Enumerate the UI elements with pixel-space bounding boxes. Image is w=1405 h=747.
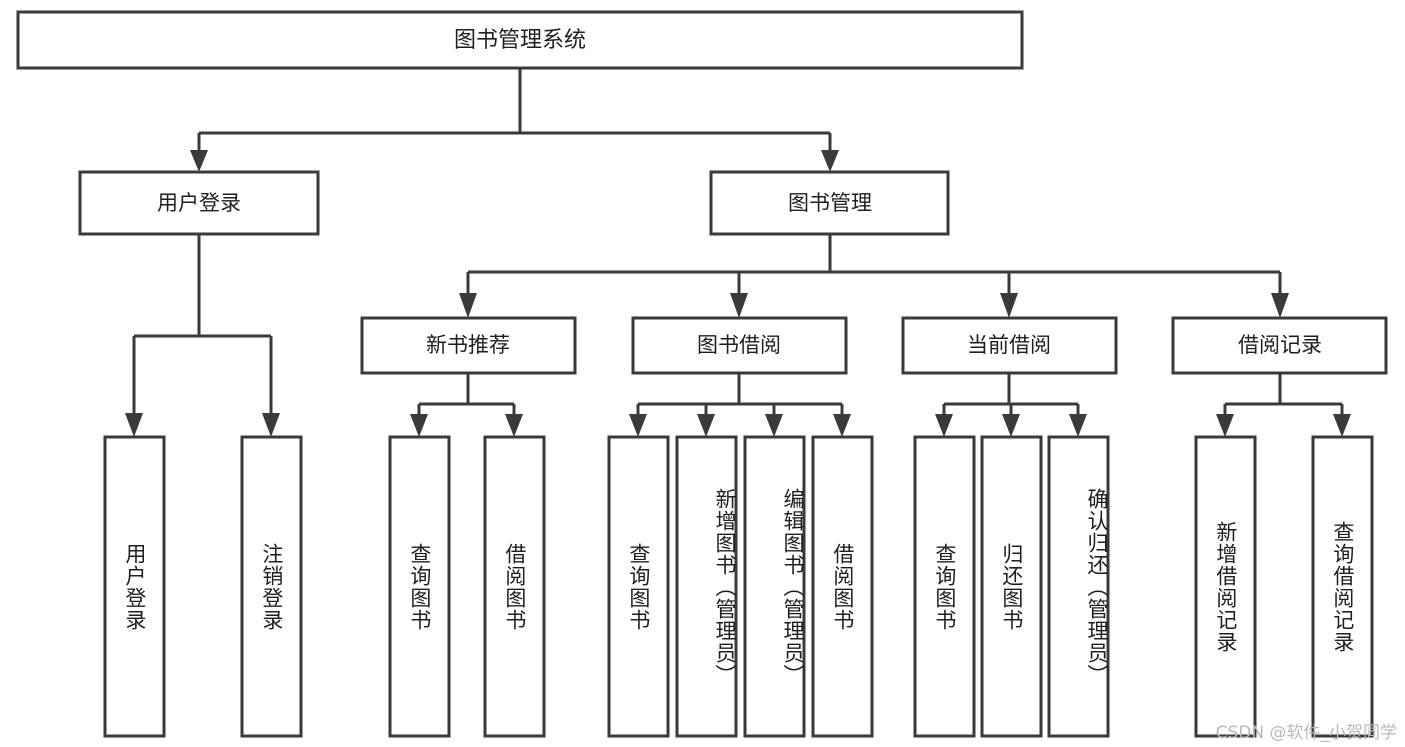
leaf-box-borrow-book-1[interactable] <box>483 435 546 738</box>
arrow-head-leaf-query-book-1 <box>410 414 428 437</box>
leaf-box-return-book[interactable] <box>980 435 1043 738</box>
leaf-box-query-book-3[interactable] <box>913 435 976 738</box>
arrow-head-leaf-borrow-book-1 <box>505 414 523 437</box>
node-label-new-book-recommend: 新书推荐 <box>426 333 510 357</box>
leaf-box-user-login[interactable] <box>103 435 166 738</box>
node-box-borrow-record[interactable] <box>1171 316 1388 375</box>
arrow-head-leaf-query-record <box>1333 414 1351 437</box>
leaf-box-borrow-book-2[interactable] <box>811 435 874 738</box>
arrow-head-userlogin <box>190 150 208 172</box>
node-box-book-borrow[interactable] <box>631 316 848 375</box>
connector-group-currentborrow <box>935 373 1087 437</box>
arrow-head-borrow-record <box>1271 293 1289 318</box>
node-box-new-book-recommend[interactable] <box>360 316 577 375</box>
node-label-user-login: 用户登录 <box>157 191 241 215</box>
connector-group-root <box>190 68 839 172</box>
node-label-book-management: 图书管理 <box>788 191 872 215</box>
node-box-root[interactable] <box>16 10 1024 70</box>
arrow-head-current-borrow <box>1000 293 1018 318</box>
arrow-head-leaf-add-record <box>1216 414 1234 437</box>
arrow-head-leaf-logout <box>262 413 280 437</box>
connector-group-borrowrecord <box>1216 373 1351 437</box>
connector-group-bookborrow <box>629 373 851 437</box>
arrow-head-leaf-confirm-return <box>1069 414 1087 437</box>
leaf-box-add-book[interactable] <box>675 435 738 738</box>
arrow-head-leaf-edit-book <box>765 414 783 437</box>
leaf-box-logout[interactable] <box>240 435 303 738</box>
arrow-head-bookmgmt <box>821 150 839 172</box>
leaf-box-edit-book[interactable] <box>743 435 806 738</box>
node-label-book-borrow: 图书借阅 <box>697 333 781 357</box>
leaf-box-query-book-2[interactable] <box>607 435 670 738</box>
connector-group-newbook <box>410 373 523 437</box>
connector-group-bookmgmt <box>459 234 1289 318</box>
arrow-head-book-borrow <box>730 293 748 318</box>
node-box-user-login[interactable] <box>78 170 320 236</box>
connector-group-userlogin <box>125 234 280 437</box>
leaf-box-query-record[interactable] <box>1311 435 1374 738</box>
leaf-box-query-book-1[interactable] <box>388 435 451 738</box>
arrow-head-leaf-query-book-3 <box>935 414 953 437</box>
node-label-root: 图书管理系统 <box>454 28 586 53</box>
arrow-head-leaf-add-book <box>697 414 715 437</box>
arrow-head-leaf-borrow-book-2 <box>833 414 851 437</box>
node-box-book-management[interactable] <box>709 170 950 236</box>
arrow-head-new-book <box>459 293 477 318</box>
arrow-head-leaf-return-book <box>1002 414 1020 437</box>
node-label-current-borrow: 当前借阅 <box>967 333 1051 357</box>
node-label-borrow-record: 借阅记录 <box>1238 333 1322 357</box>
leaf-box-add-record[interactable] <box>1194 435 1257 738</box>
arrow-head-leaf-user-login <box>125 413 143 437</box>
leaf-box-confirm-return[interactable] <box>1047 435 1110 738</box>
node-box-current-borrow[interactable] <box>901 316 1118 375</box>
watermark-text: CSDN @软件_小贺同学 <box>1215 723 1397 743</box>
arrow-head-leaf-query-book-2 <box>629 414 647 437</box>
